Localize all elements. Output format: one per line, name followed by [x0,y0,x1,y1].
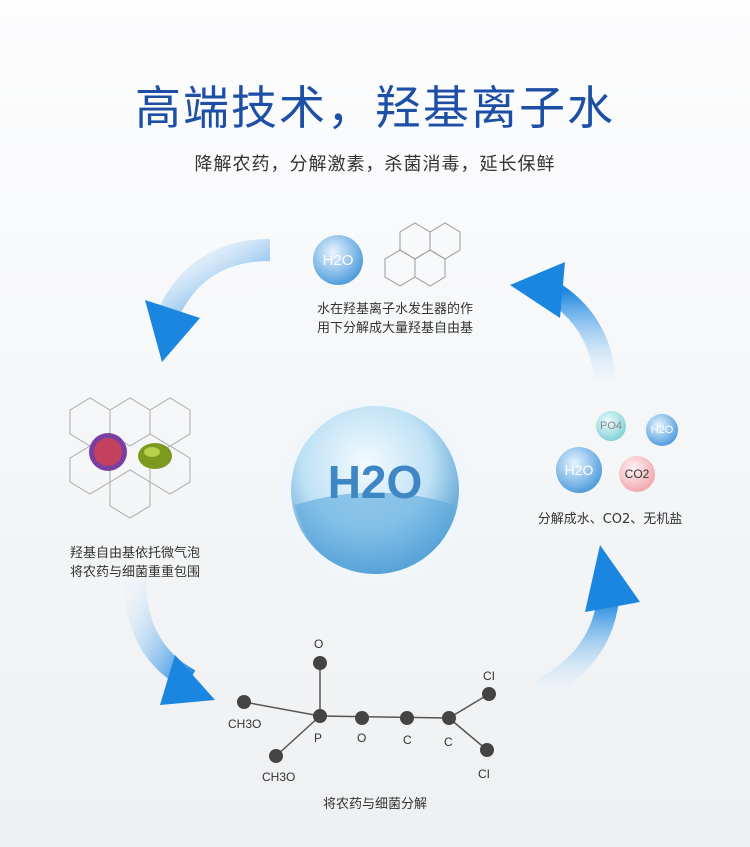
top-caption: 水在羟基离子水发生器的作用下分解成大量羟基自由基 [316,302,473,336]
hex-network-left [69,397,191,519]
right-caption: 分解成水、CO2、无机盐 [537,512,683,527]
h2o-bubble-large: H2O [556,447,602,493]
atom-o [355,711,369,725]
bottom-caption: 将农药与细菌分解 [322,797,427,812]
atom-ch3o-2 [269,749,283,763]
atom-c1 [400,711,414,725]
center-h2o-label: H2O [327,456,423,508]
virus-icon [89,433,127,471]
arrow-bottom-right [534,545,640,700]
molecule-bonds [243,663,490,757]
label-p: P [314,731,323,745]
h2o-bubble-small: H2O [646,414,678,446]
co2-bubble: CO2 [619,456,655,492]
label-c1: C [403,733,412,747]
label-c2: C [444,735,453,749]
left-caption: 羟基自由基依托微气泡将农药与细菌重重包围 [69,546,200,580]
h2o-bubble-top: H2O [313,235,363,285]
bacteria-icon [138,443,172,469]
arrow-left-bottom [124,579,215,705]
label-ch3o-2: CH3O [262,770,296,784]
label-cl-1: CI [483,669,495,683]
atom-o-top [313,656,327,670]
atom-cl-1 [482,687,496,701]
page-title: 高端技术，羟基离子水 [135,81,615,135]
atom-cl-2 [480,743,494,757]
label-cl-2: CI [478,767,490,781]
label-o: O [357,731,367,745]
arrow-right-top [510,262,616,382]
arrow-top-left [145,239,271,362]
h2o-sphere [283,398,467,582]
page-subtitle: 降解农药，分解激素，杀菌消毒，延长保鲜 [194,154,556,175]
atom-c2 [442,711,456,725]
po4-bubble: PO4 [596,411,626,441]
atom-ch3o-1 [237,695,251,709]
atom-p [313,709,327,723]
label-ch3o-1: CH3O [228,717,262,731]
hex-network-top [384,222,461,287]
label-o-top: O [314,637,324,651]
